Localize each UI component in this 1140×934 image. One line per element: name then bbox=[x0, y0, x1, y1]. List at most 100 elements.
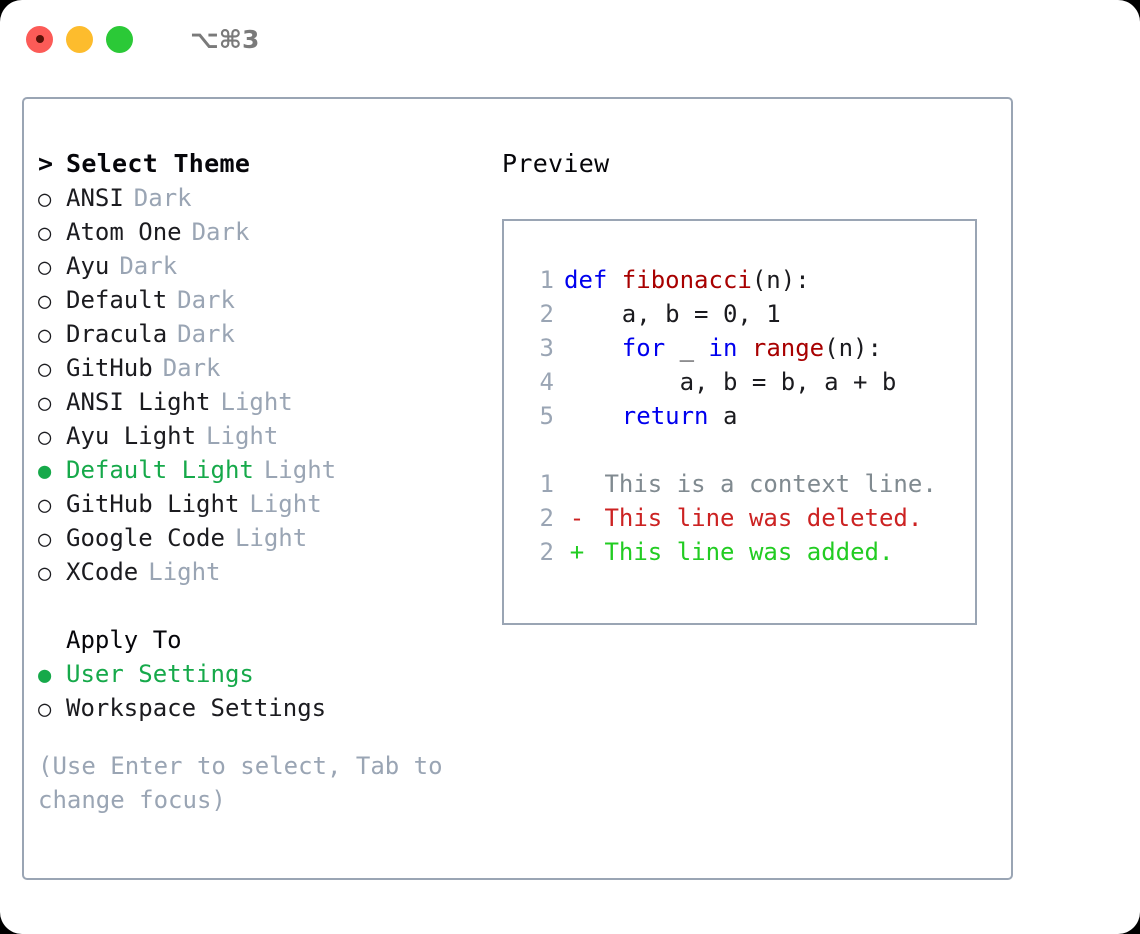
theme-name: ANSI Light bbox=[66, 388, 211, 416]
theme-variant-tag: Light bbox=[220, 388, 293, 416]
code-line: 1 def fibonacci(n): bbox=[520, 263, 975, 297]
diff-line: 1 This is a context line. bbox=[520, 467, 975, 501]
radio-unselected-icon[interactable]: ○ bbox=[38, 357, 52, 382]
theme-list-item[interactable]: ○ Default Dark bbox=[38, 283, 478, 317]
diff-marker: - bbox=[569, 504, 585, 532]
theme-list-item[interactable]: ● Default Light Light bbox=[38, 453, 478, 487]
theme-name: Default bbox=[66, 286, 168, 314]
theme-list-item[interactable]: ○ Ayu Dark bbox=[38, 249, 478, 283]
radio-unselected-icon[interactable]: ○ bbox=[38, 425, 52, 450]
radio-unselected-icon[interactable]: ○ bbox=[38, 255, 52, 280]
apply-to-option[interactable]: ○ Workspace Settings bbox=[38, 691, 478, 725]
theme-variant-tag: Dark bbox=[119, 252, 178, 280]
line-number: 1 bbox=[539, 470, 554, 498]
radio-unselected-icon[interactable]: ○ bbox=[38, 561, 52, 586]
diff-marker: + bbox=[569, 538, 585, 566]
code-token: a, b = 0, 1 bbox=[564, 300, 781, 328]
code-token: (n): bbox=[824, 334, 882, 362]
code-line-text: for _ in range(n): bbox=[564, 331, 882, 365]
theme-name: GitHub bbox=[66, 354, 153, 382]
theme-name: Google Code bbox=[66, 524, 225, 552]
bullet-placeholder-icon: ○ bbox=[38, 625, 66, 659]
code-line: 4 a, b = b, a + b bbox=[520, 365, 975, 399]
keyboard-shortcut-label: ⌥⌘3 bbox=[190, 24, 260, 54]
code-token: fibonacci bbox=[621, 266, 752, 294]
theme-name: GitHub Light bbox=[66, 490, 240, 518]
apply-to-options: ●User Settings ○ Workspace Settings bbox=[38, 657, 478, 725]
theme-variant-tag: Light bbox=[263, 456, 337, 484]
code-token: (n): bbox=[751, 266, 810, 294]
radio-unselected-icon[interactable]: ○ bbox=[38, 289, 52, 314]
apply-to-option-label: Workspace Settings bbox=[66, 694, 327, 722]
radio-unselected-icon[interactable]: ○ bbox=[38, 391, 52, 416]
close-button[interactable] bbox=[26, 25, 53, 53]
theme-variant-tag: Dark bbox=[133, 184, 192, 212]
code-line-text: a, b = 0, 1 bbox=[564, 297, 781, 331]
theme-name: Ayu bbox=[66, 252, 110, 280]
code-line-text: return a bbox=[564, 399, 738, 433]
diff-line: 2+ This line was added. bbox=[520, 535, 975, 569]
radio-selected-icon[interactable]: ● bbox=[38, 663, 52, 688]
radio-unselected-icon[interactable]: ○ bbox=[38, 527, 52, 552]
minimize-button[interactable] bbox=[66, 25, 93, 53]
code-token bbox=[737, 334, 751, 362]
code-token: a, b = b, a + b bbox=[564, 368, 897, 396]
preview-gap bbox=[520, 433, 975, 467]
keyboard-hint-text: (Use Enter to select, Tab to change focu… bbox=[38, 752, 443, 814]
theme-variant-tag: Dark bbox=[162, 354, 221, 382]
line-number: 4 bbox=[539, 368, 554, 396]
apply-to-label: Apply To bbox=[66, 626, 182, 654]
theme-list-item[interactable]: ○ ANSI Light Light bbox=[38, 385, 478, 419]
code-token: a bbox=[708, 402, 738, 430]
prompt-caret-icon: > bbox=[38, 149, 54, 178]
radio-unselected-icon[interactable]: ○ bbox=[38, 221, 52, 246]
code-line: 3 for _ in range(n): bbox=[520, 331, 975, 365]
theme-list-item[interactable]: ○ Google Code Light bbox=[38, 521, 478, 555]
code-line-text: a, b = b, a + b bbox=[564, 365, 897, 399]
radio-unselected-icon[interactable]: ○ bbox=[38, 493, 52, 518]
line-number: 2 bbox=[539, 504, 554, 532]
apply-to-option[interactable]: ●User Settings bbox=[38, 657, 478, 691]
diff-line: 2- This line was deleted. bbox=[520, 501, 975, 535]
code-token: return bbox=[621, 402, 709, 430]
code-token: for bbox=[621, 334, 666, 362]
radio-selected-icon[interactable]: ● bbox=[38, 459, 52, 484]
apply-to-label-row: ○ Apply To bbox=[38, 623, 478, 657]
radio-unselected-icon[interactable]: ○ bbox=[38, 323, 52, 348]
line-number: 2 bbox=[539, 300, 554, 328]
line-number: 1 bbox=[539, 266, 554, 294]
line-number: 5 bbox=[539, 402, 554, 430]
code-token: _ bbox=[665, 334, 709, 362]
radio-unselected-icon[interactable]: ○ bbox=[38, 697, 52, 722]
theme-list-item[interactable]: ○ GitHub Dark bbox=[38, 351, 478, 385]
theme-variant-tag: Dark bbox=[177, 286, 235, 314]
diff-sample: 1 This is a context line.2- This line wa… bbox=[520, 467, 975, 569]
theme-variant-tag: Light bbox=[148, 558, 221, 586]
page-title: > Select Theme bbox=[38, 147, 478, 181]
theme-name: Atom One bbox=[66, 218, 182, 246]
code-token: def bbox=[564, 266, 622, 294]
code-token bbox=[564, 402, 622, 430]
diff-line-text: This is a context line. bbox=[590, 470, 937, 498]
theme-name: Default Light bbox=[66, 456, 254, 484]
diff-line-text: This line was deleted. bbox=[590, 504, 923, 532]
code-token bbox=[564, 334, 622, 362]
window-titlebar: ⌥⌘3 bbox=[0, 0, 1140, 78]
theme-variant-tag: Light bbox=[234, 524, 308, 552]
code-line: 2 a, b = 0, 1 bbox=[520, 297, 975, 331]
line-number: 3 bbox=[539, 334, 554, 362]
radio-unselected-icon[interactable]: ○ bbox=[38, 187, 52, 212]
theme-variant-tag: Dark bbox=[177, 320, 235, 348]
zoom-button[interactable] bbox=[106, 25, 133, 53]
